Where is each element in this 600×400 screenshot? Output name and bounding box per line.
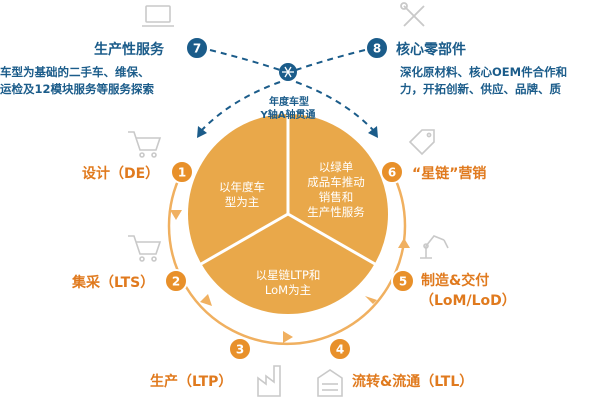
step-num-5: 5 xyxy=(399,275,407,289)
step-label-7: 生产性服务 xyxy=(94,42,164,58)
step-badge-3: 3 xyxy=(228,337,252,361)
step-num-3: 3 xyxy=(236,343,244,357)
pie-divider-right xyxy=(287,212,376,266)
pie-label-bottom: 以星链LTP和 LoM为主 xyxy=(255,268,321,297)
step-badge-1: 1 xyxy=(170,160,194,184)
snowflake-icon xyxy=(282,66,294,78)
pie-label-left: 以年度车 型为主 xyxy=(219,180,265,209)
step-badge-4: 4 xyxy=(328,337,352,361)
description-8-line2: 力，开拓创新、供应、品牌、质 xyxy=(400,82,561,96)
pie-chart xyxy=(188,114,388,314)
description-7-line1: 车型为基础的二手车、维保、 xyxy=(0,65,150,79)
pie-label-right: 以绿单 成品车推动 销售和 生产性服务 xyxy=(307,160,365,219)
connector-8-to-center xyxy=(295,49,366,71)
dashed-connectors xyxy=(199,49,376,133)
cart-icon xyxy=(128,131,162,158)
step-label-5: 制造&交付 xyxy=(421,273,490,289)
connector-center-to-6 xyxy=(295,81,376,133)
step-badge-6: 6 xyxy=(380,160,404,184)
step-label-8: 核心零部件 xyxy=(396,42,466,58)
pie-divider-left xyxy=(200,212,289,266)
arc-arrowhead xyxy=(365,296,377,304)
cart-icon xyxy=(128,235,162,262)
connector-center-to-1 xyxy=(199,81,281,133)
laptop-icon xyxy=(142,5,174,27)
arc-arrowhead xyxy=(283,331,293,343)
step-num-4: 4 xyxy=(336,343,344,357)
step-label-6: “星链”营销 xyxy=(412,166,487,182)
robot-arm-icon xyxy=(420,235,449,259)
step-num-7: 7 xyxy=(193,42,201,56)
step-label-4: 流转&流通（LTL） xyxy=(352,374,474,390)
step-num-2: 2 xyxy=(172,275,180,289)
arc-arrowhead xyxy=(398,238,410,248)
connector-arrowhead xyxy=(368,126,378,138)
step-badge-7: 7 xyxy=(185,36,209,60)
center-label-line1: 年度车型 xyxy=(269,97,309,108)
tools-icon xyxy=(400,2,425,27)
step-label-2: 集采（LTS） xyxy=(72,275,155,291)
step-label-1: 设计（DE） xyxy=(82,166,160,182)
center-label-line2: Y轴A轴贯通 xyxy=(260,110,316,121)
step-label-5-sub: （LoM/LoD） xyxy=(420,293,516,309)
warehouse-icon xyxy=(317,369,343,397)
description-7-line2: 运检及12模块服务等服务探索 xyxy=(0,82,155,96)
step-badge-8: 8 xyxy=(365,36,389,60)
step-badge-5: 5 xyxy=(391,269,415,293)
connector-7-to-center xyxy=(209,49,281,71)
price-tag-icon xyxy=(408,129,435,156)
step-num-8: 8 xyxy=(373,42,381,56)
arc-arrowhead xyxy=(200,294,212,306)
factory-icon xyxy=(257,365,281,397)
step-badge-2: 2 xyxy=(164,269,188,293)
step-num-6: 6 xyxy=(388,166,396,180)
arc-arrowhead xyxy=(170,210,182,220)
connector-arrowhead xyxy=(197,126,207,138)
step-num-1: 1 xyxy=(178,166,186,180)
step-label-3: 生产（LTP） xyxy=(150,374,233,390)
description-8-line1: 深化原材料、核心OEM件合作和 xyxy=(400,65,568,79)
